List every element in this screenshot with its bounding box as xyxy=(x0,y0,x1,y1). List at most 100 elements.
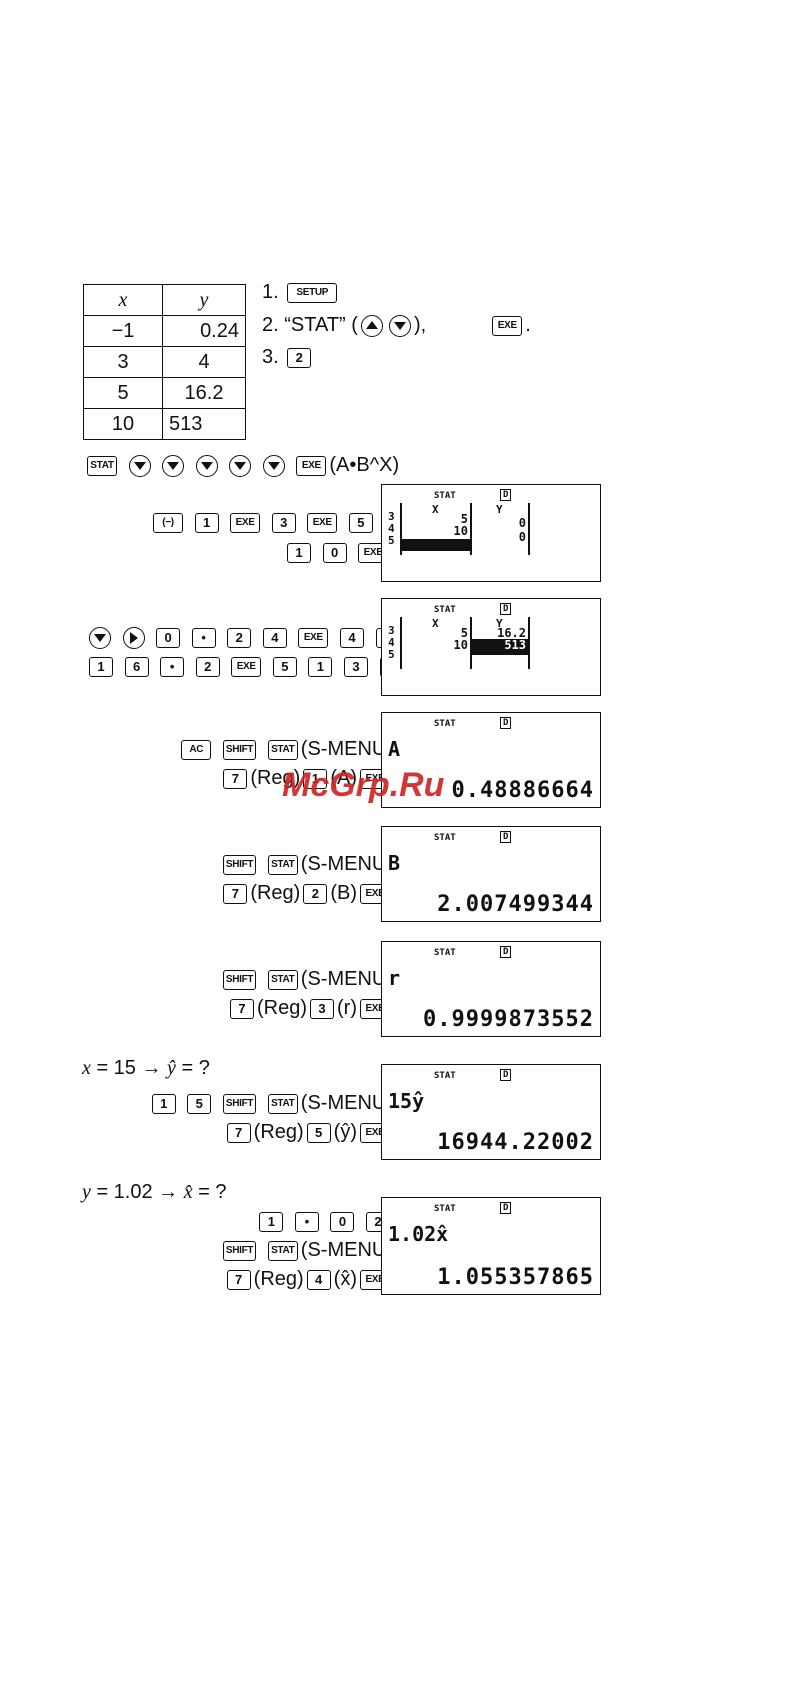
xhat-line-3: 7(Reg)4(x̂)EXE xyxy=(224,1265,393,1293)
y-entry-line-1: 0 • 2 4 EXE 4 EXE xyxy=(86,623,409,651)
cell-y: 16.2 xyxy=(162,377,246,409)
yhat-line-1: 1 5 SHIFT STAT(S-MENU) xyxy=(149,1089,393,1117)
table-row: 5 16.2 xyxy=(83,377,246,409)
decimal-key: • xyxy=(294,1211,319,1232)
cursor-highlight xyxy=(472,639,528,655)
ac-key: AC xyxy=(181,739,212,760)
data-table: x y −1 0.24 3 4 5 16.2 10 513 xyxy=(83,284,246,440)
key-7: 7 xyxy=(226,1122,251,1143)
question-xhat: y = 1.02 → x̂ = ? xyxy=(82,1181,227,1203)
stat-table-display: 3 4 5 X Y 5 10 0 0 xyxy=(386,503,536,555)
stat-table-display: 3 4 5 X Y 5 10 16.2 513 xyxy=(386,617,536,669)
lcd-screen-r: STAT D r 0.9999873552 xyxy=(381,941,601,1037)
key-1: 1 xyxy=(308,656,333,677)
exe-key: EXE xyxy=(298,627,329,648)
step-1: 1. SETUP xyxy=(262,278,340,306)
key-2: 2 xyxy=(287,347,312,368)
yhat-line-2: 7(Reg)5(ŷ)EXE xyxy=(224,1118,393,1146)
key-5: 5 xyxy=(348,512,373,533)
lcd-screen-xhat: STAT D 1.02x̂ 1.055357865 xyxy=(381,1197,601,1295)
stat-key: STAT xyxy=(267,969,298,990)
shift-key: SHIFT xyxy=(222,1093,257,1114)
stat-key: STAT xyxy=(267,1093,298,1114)
shift-key: SHIFT xyxy=(222,854,257,875)
negative-key: (−) xyxy=(153,512,183,533)
down-arrow-icon xyxy=(388,314,411,337)
up-arrow-icon xyxy=(360,314,383,337)
down-arrow-icon xyxy=(262,454,285,477)
key-1: 1 xyxy=(303,768,328,789)
table-row: 10 513 xyxy=(83,408,246,440)
b-line-2: 7(Reg)2(B)EXE xyxy=(220,879,393,907)
cell-x: 5 xyxy=(83,377,163,409)
key-0: 0 xyxy=(322,542,347,563)
down-arrow-icon xyxy=(195,454,218,477)
key-5: 5 xyxy=(306,1122,331,1143)
shift-key: SHIFT xyxy=(222,969,257,990)
key-2: 2 xyxy=(303,883,328,904)
down-arrow-icon xyxy=(229,454,252,477)
key-2: 2 xyxy=(227,627,252,648)
key-0: 0 xyxy=(330,1211,355,1232)
table-row: −1 0.24 xyxy=(83,315,246,347)
header-y: y xyxy=(162,284,246,316)
key-1: 1 xyxy=(151,1093,176,1114)
cell-y: 0.24 xyxy=(162,315,246,347)
lcd-screen-yhat: STAT D 15ŷ 16944.22002 xyxy=(381,1064,601,1160)
lcd-screen-b: STAT D B 2.007499344 xyxy=(381,826,601,922)
lcd-screen-a: STAT D A 0.48886664 xyxy=(381,712,601,808)
key-3: 3 xyxy=(343,656,368,677)
down-arrow-icon xyxy=(162,454,185,477)
b-line-1: SHIFT STAT(S-MENU) xyxy=(220,850,393,878)
r-line-2: 7(Reg)3(r)EXE xyxy=(227,994,393,1022)
a-line-1: AC SHIFT STAT(S-MENU) xyxy=(178,735,393,763)
key-4: 4 xyxy=(306,1269,331,1290)
key-1: 1 xyxy=(287,542,311,563)
cell-x: 3 xyxy=(83,346,163,378)
stat-key: STAT xyxy=(267,739,298,760)
table-header: x y xyxy=(83,284,246,316)
exe-key: EXE xyxy=(492,315,523,336)
step-2: 2. “STAT” (), EXE. xyxy=(262,314,531,337)
x-entry-line-2: 1 0 EXE xyxy=(284,538,391,566)
key-4: 4 xyxy=(262,627,287,648)
xhat-line-2: SHIFT STAT(S-MENU) xyxy=(220,1236,393,1264)
key-6: 6 xyxy=(124,656,149,677)
down-arrow-icon xyxy=(128,454,151,477)
key-7: 7 xyxy=(230,998,254,1019)
r-line-1: SHIFT STAT(S-MENU) xyxy=(220,965,393,993)
down-arrow-icon xyxy=(89,626,111,649)
a-line-2: 7(Reg)1(A)EXE xyxy=(220,764,393,792)
cursor-highlight xyxy=(402,539,470,551)
shift-key: SHIFT xyxy=(222,739,257,760)
stat-selection-line: STAT EXE(A•B^X) xyxy=(84,451,399,479)
decimal-key: • xyxy=(191,627,216,648)
watermark: McGrp.Ru xyxy=(282,766,445,804)
key-1: 1 xyxy=(89,656,113,677)
key-0: 0 xyxy=(156,627,181,648)
table-row: 3 4 xyxy=(83,346,246,378)
cell-y: 4 xyxy=(162,346,246,378)
key-7: 7 xyxy=(226,1269,251,1290)
lcd-screen-table-1: STAT D 3 4 5 X Y 5 10 0 0 xyxy=(381,484,601,582)
stat-key: STAT xyxy=(267,854,298,875)
lcd-screen-table-2: STAT D 3 4 5 X Y 5 10 16.2 513 xyxy=(381,598,601,696)
key-5: 5 xyxy=(272,656,297,677)
stat-key: STAT xyxy=(87,455,117,476)
right-arrow-icon xyxy=(122,626,145,649)
cell-x: −1 xyxy=(83,315,163,347)
key-1: 1 xyxy=(194,512,219,533)
exe-key: EXE xyxy=(230,512,261,533)
key-3: 3 xyxy=(310,998,335,1019)
key-7: 7 xyxy=(223,883,248,904)
shift-key: SHIFT xyxy=(222,1240,257,1261)
decimal-key: • xyxy=(160,656,185,677)
key-5: 5 xyxy=(187,1093,212,1114)
x-entry-line-1: (−) 1 EXE 3 EXE 5 EXE xyxy=(150,508,417,536)
key-2: 2 xyxy=(195,656,220,677)
key-4: 4 xyxy=(339,627,364,648)
stat-key: STAT xyxy=(267,1240,298,1261)
step-3: 3. 2 xyxy=(262,343,314,371)
setup-key: SETUP xyxy=(287,282,338,303)
header-x: x xyxy=(83,284,163,316)
